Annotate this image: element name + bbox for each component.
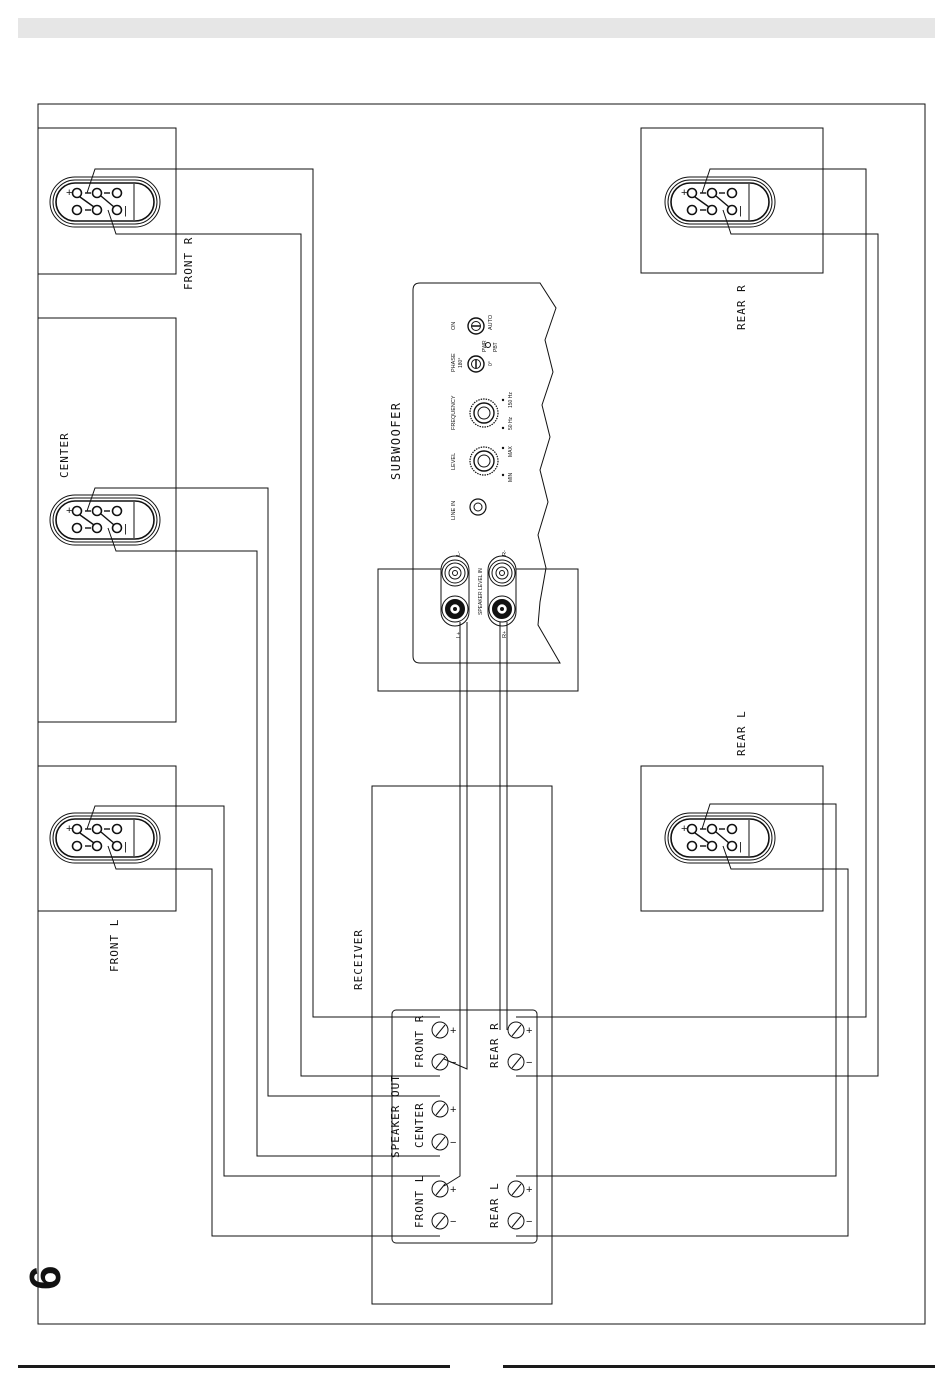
svg-text:−: − [526, 1216, 532, 1228]
speaker-front-r [38, 128, 176, 274]
jack-l-plus [442, 596, 468, 622]
wire-sub-l-plus [444, 622, 460, 1186]
receiver-label-front-r: FRONT R [413, 1015, 426, 1068]
svg-text:+: + [526, 1184, 532, 1196]
label-rear-r: REAR R [735, 284, 748, 330]
label-pwr-sub: PBT [493, 342, 499, 352]
receiver-label-center: CENTER [413, 1102, 426, 1148]
wire-rear-l-plus [516, 804, 836, 1176]
speaker-rear-l [641, 766, 823, 911]
jack-l-minus [442, 560, 468, 586]
subwoofer-panel: SUBWOOFER ON AUTO PWR PBT PHASE 180° 0° … [389, 283, 560, 663]
label-level-max: MAX [508, 446, 514, 458]
svg-text:+: + [450, 1025, 456, 1037]
svg-text:−: − [450, 1137, 456, 1149]
label-front-r: FRONT R [182, 237, 195, 290]
label-level: LEVEL [451, 453, 457, 470]
wire-rear-l-minus [516, 846, 848, 1236]
speaker-rear-r [641, 128, 823, 273]
label-phase-180: 180° [458, 358, 464, 368]
wire-sub-l-minus [444, 622, 467, 1069]
receiver-label-rear-r: REAR R [488, 1022, 501, 1068]
label-auto: AUTO [488, 314, 494, 330]
label-speaker-out: SPEAKER OUT [389, 1074, 402, 1158]
wire-center-plus [87, 488, 440, 1096]
wire-rear-r-plus [516, 169, 866, 1017]
figure-number: 6 [21, 1266, 70, 1290]
frequency-knob [470, 399, 498, 427]
wire-front-r-plus [87, 169, 440, 1017]
label-pwr: PWR [482, 340, 488, 352]
receiver-label-front-l: FRONT L [413, 1175, 426, 1228]
level-knob [470, 447, 498, 475]
svg-text:−: − [526, 1057, 532, 1069]
label-line-in: LINE IN [451, 501, 457, 520]
label-front-l: FRONT L [108, 919, 121, 972]
label-on: ON [451, 322, 457, 330]
label-r-minus: R- [502, 550, 508, 556]
label-phase: PHASE [451, 353, 457, 372]
svg-text:+: + [526, 1025, 532, 1037]
svg-text:+: + [450, 1184, 456, 1196]
label-phase-0: 0° [488, 361, 494, 366]
label-level-min: MIN [508, 472, 514, 482]
line-in-jack [470, 499, 486, 515]
wire-rear-r-minus [516, 210, 878, 1076]
receiver-title: RECEIVER [352, 929, 365, 990]
label-frequency: FREQUENCY [451, 395, 457, 430]
subwoofer-title: SUBWOOFER [389, 401, 403, 480]
label-l-plus: L+ [456, 632, 462, 638]
speaker-front-l [38, 766, 176, 911]
wire-front-l-minus [108, 846, 440, 1236]
label-l-minus: L- [456, 551, 462, 556]
jack-r-plus [489, 596, 515, 622]
label-speaker-level-in: SPEAKER LEVEL IN [478, 568, 484, 615]
svg-text:−: − [450, 1216, 456, 1228]
receiver-label-rear-l: REAR L [488, 1182, 501, 1228]
wire-front-l-plus [87, 806, 440, 1176]
label-freq-min: 50 Hz [508, 416, 514, 430]
label-rear-l: REAR L [735, 710, 748, 756]
label-center: CENTER [58, 432, 71, 478]
speaker-center [38, 318, 176, 722]
label-freq-max: 150 Hz [508, 392, 514, 408]
wire-front-r-minus [108, 210, 440, 1076]
svg-text:+: + [450, 1104, 456, 1116]
jack-r-minus [489, 560, 515, 586]
receiver: RECEIVER SPEAKER OUT FRONT R CENTER FRON… [352, 786, 552, 1304]
wire-center-minus [108, 528, 440, 1156]
